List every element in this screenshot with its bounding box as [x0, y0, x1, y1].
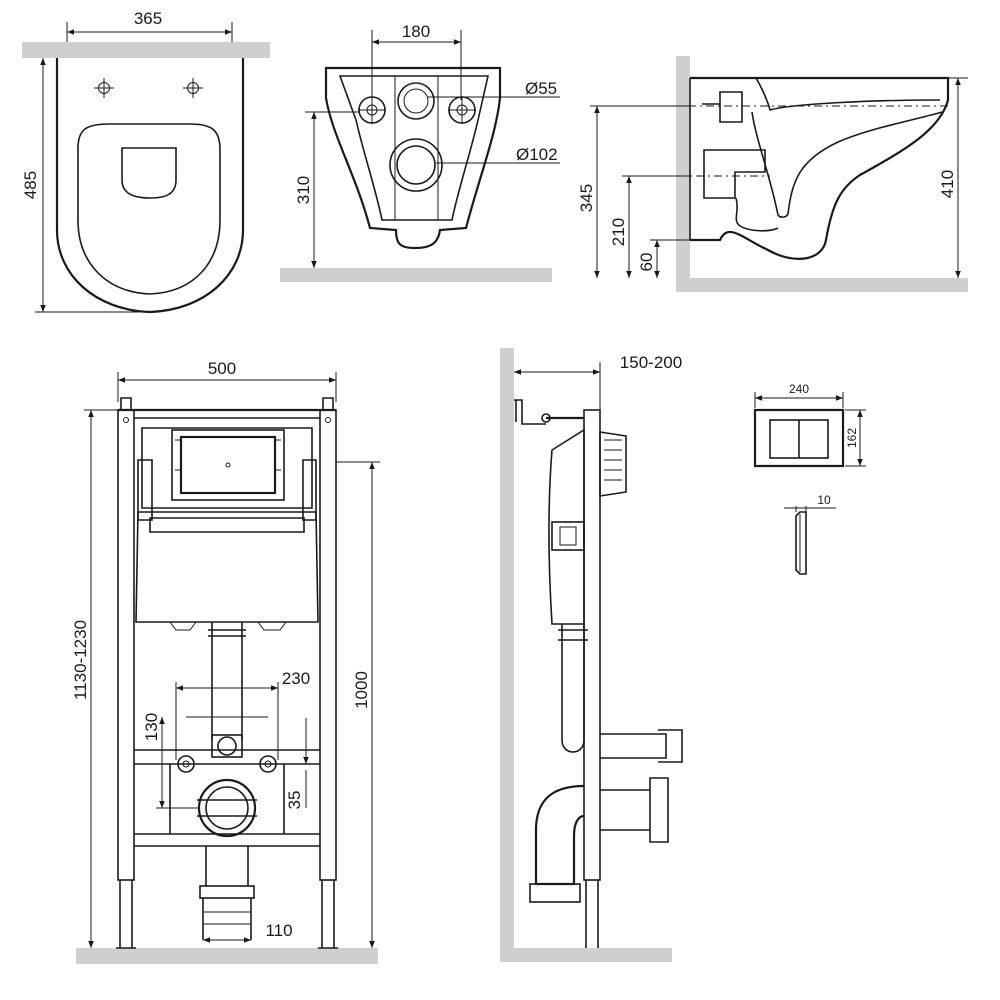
label-side-outlet-height: 210	[609, 218, 628, 246]
frame-side-view: 150-200	[500, 348, 683, 962]
outlet-circle	[389, 138, 443, 192]
label-bottom-height: 310	[294, 176, 313, 204]
bowl-top-view: 365 485	[21, 9, 270, 314]
label-inlet-offset: 130	[142, 713, 161, 741]
label-bowl-width: 365	[134, 9, 162, 28]
dim-foot-width: 110	[203, 921, 293, 943]
label-outlet-spacing: 180	[402, 22, 430, 41]
label-outlet-offset: 35	[285, 791, 304, 810]
frame-front-view: 500 1130-1230 1000 230 130 35	[71, 359, 380, 964]
label-foot-width: 110	[265, 921, 292, 940]
inlet-circle	[397, 82, 435, 120]
dim-side-rim-height: 410	[938, 77, 968, 278]
dim-bowl-depth: 485	[21, 58, 150, 313]
frame-bolt-left	[177, 755, 195, 773]
label-bowl-depth: 485	[21, 171, 40, 199]
bowl-back-view: 180 Ø55 Ø102 310	[280, 22, 560, 282]
dim-side-outlet-height: 210	[609, 175, 690, 278]
dim-bolt-spacing: 230	[175, 669, 310, 760]
bowl-side-view: 345 210 60 410	[577, 56, 968, 292]
dim-outlet-offset: 35	[276, 718, 312, 809]
dim-inlet-diameter: Ø55	[428, 79, 560, 98]
dim-frame-height: 1130-1230	[71, 409, 118, 948]
dim-plate-width: 240	[754, 382, 844, 408]
label-plate-width: 240	[789, 382, 809, 396]
dim-frame-mount-height: 1000	[336, 461, 380, 948]
dim-bowl-width: 365	[66, 9, 233, 42]
label-inlet-diameter: Ø55	[525, 79, 557, 98]
label-frame-mount-height: 1000	[352, 671, 371, 709]
dim-wall-depth: 150-200	[514, 353, 682, 410]
bolt-hole-right	[448, 96, 476, 124]
flush-plate-side-view: 10	[784, 493, 836, 575]
label-plate-thickness: 10	[817, 493, 831, 507]
dim-side-base-height: 60	[637, 239, 690, 278]
dim-plate-height: 162	[845, 409, 866, 467]
dim-outlet-diameter: Ø102	[436, 145, 560, 164]
label-side-base-height: 60	[637, 253, 656, 272]
label-side-top-height: 345	[577, 184, 596, 212]
dim-inlet-offset: 130	[142, 713, 268, 809]
label-frame-height: 1130-1230	[71, 620, 90, 700]
mount-hole-right	[183, 78, 203, 98]
label-plate-height: 162	[845, 428, 859, 448]
label-outlet-diameter: Ø102	[516, 145, 558, 164]
label-wall-depth: 150-200	[620, 353, 682, 372]
dim-bottom-height: 310	[294, 111, 360, 268]
dim-outlet-spacing: 180	[371, 22, 462, 100]
dim-frame-width: 500	[117, 359, 337, 402]
dim-plate-thickness: 10	[784, 493, 836, 512]
dim-side-top-height: 345	[577, 105, 690, 278]
label-side-rim-height: 410	[938, 170, 957, 198]
flush-plate-front-view: 240 162	[753, 382, 866, 468]
bolt-hole-left	[358, 96, 386, 124]
mount-hole-left	[94, 78, 114, 98]
label-frame-width: 500	[208, 359, 236, 378]
frame-outlet	[197, 778, 257, 838]
label-bolt-spacing: 230	[282, 669, 310, 688]
